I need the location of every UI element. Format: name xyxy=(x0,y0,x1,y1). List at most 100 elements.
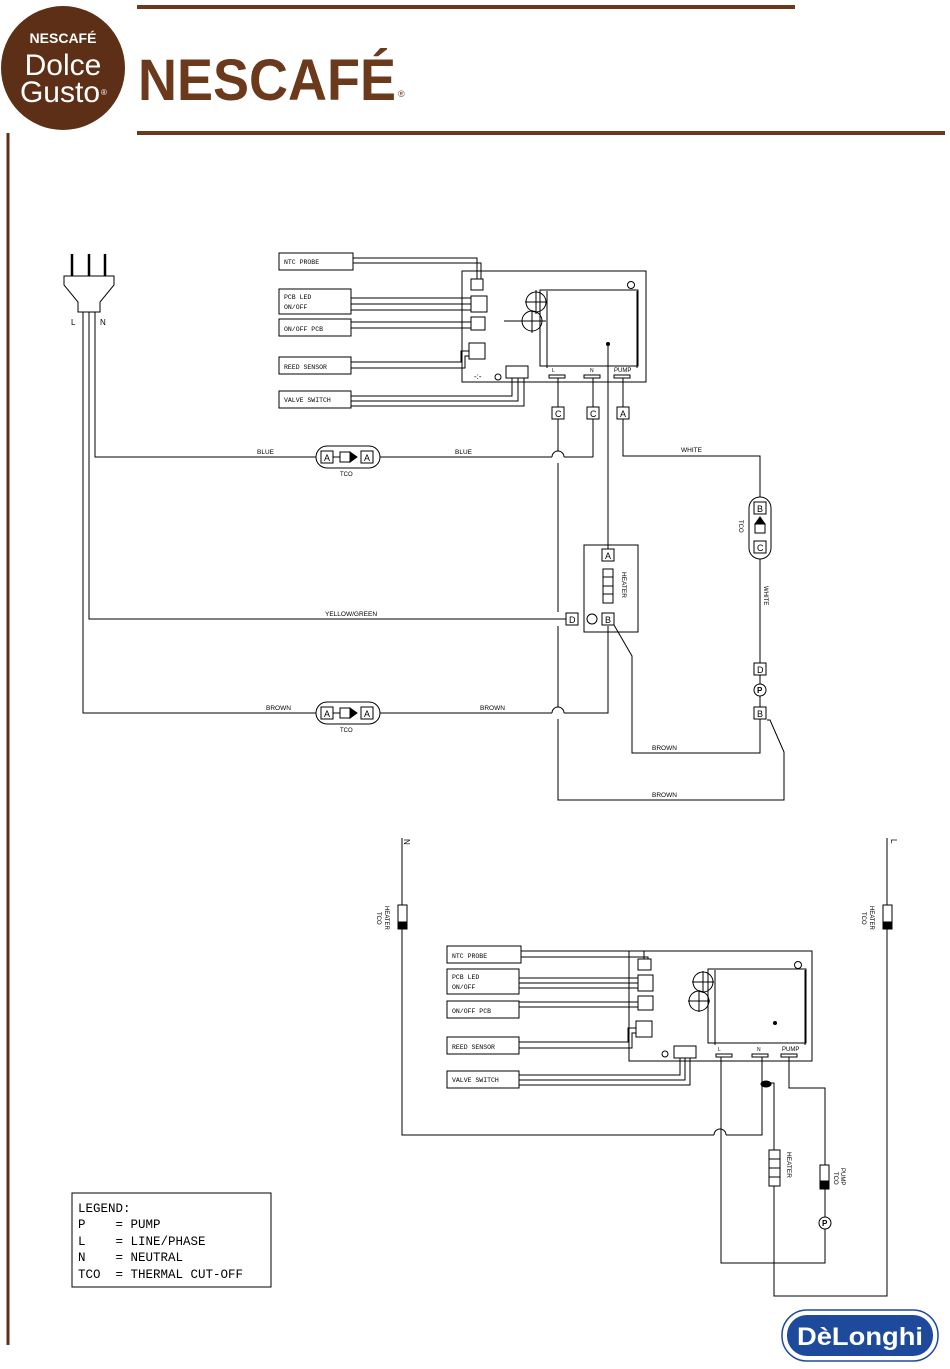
bottom-n-tco-label-2: TCO xyxy=(375,912,381,925)
badge-circle xyxy=(1,6,125,130)
legend-box xyxy=(71,1192,272,1288)
terminal-c1-label: C xyxy=(555,409,562,419)
delonghi-logo: DèLonghi xyxy=(781,1309,939,1362)
tco-brown-label: TCO xyxy=(340,728,353,734)
box-pcb-led-label-2: ON/OFF xyxy=(284,304,308,311)
pcb-board xyxy=(461,270,647,383)
bottom-n-tco-label-1: HEATER xyxy=(383,906,389,931)
pcb-bottom: L N PUMP xyxy=(628,950,813,1062)
wire-reed-2 xyxy=(351,355,469,369)
box-ntc-probe-label: NTC PROBE xyxy=(284,259,319,266)
heater-term-d-label: D xyxy=(569,615,576,625)
tco-blue-label: TCO xyxy=(340,472,353,478)
tco-brown-arrow xyxy=(349,707,358,719)
pump-term-b xyxy=(753,706,767,720)
bottom-n-tco-fill xyxy=(397,921,408,930)
wire-label-white-top: WHITE xyxy=(681,447,703,454)
tco-brown-term-in-label: A xyxy=(324,709,330,719)
bottom-wire-reed-2 xyxy=(519,1032,636,1049)
pcb-bottom-conn-valve xyxy=(673,1045,697,1059)
tco-brown-term-out-label: A xyxy=(364,709,370,719)
badge-nescafe: NESCAFÉ xyxy=(30,30,97,46)
pcb-conn-valve xyxy=(505,365,529,379)
wire-ntc xyxy=(353,257,478,279)
heater-frame xyxy=(583,544,639,633)
tco-white-term-c-label: C xyxy=(757,543,764,553)
pcb-conn-ntc xyxy=(470,278,484,291)
wire-label-blue-left: BLUE xyxy=(257,449,275,456)
box-valve-switch xyxy=(278,390,352,409)
legend-row-4: TCO = THERMAL CUT-OFF xyxy=(78,1268,243,1282)
tco-brown: A A TCO xyxy=(315,701,381,734)
pcb-bottom-label-n: N xyxy=(757,1047,761,1053)
tco-blue-term-out-label: A xyxy=(364,453,370,463)
legend-row-1: P = PUMP xyxy=(78,1218,161,1232)
delonghi-logo-inner xyxy=(787,1315,933,1356)
box-reed-sensor-label: REED SENSOR xyxy=(284,364,327,371)
bottom-wire-ntc-1 xyxy=(521,950,645,959)
bottom-n-hop xyxy=(713,1128,727,1136)
bottom-wire-reed-1 xyxy=(519,1027,636,1043)
bottom-l-wire xyxy=(773,929,888,1297)
wire-label-brown-left: BROWN xyxy=(266,705,291,712)
pcb-dot xyxy=(606,342,610,346)
terminal-a1-label: A xyxy=(620,409,626,419)
pcb-mount-hole-2 xyxy=(494,373,502,381)
pcb-label-n: N xyxy=(590,368,594,374)
pcb-bottom-relay xyxy=(707,968,807,1044)
wire-valve-2 xyxy=(351,378,519,402)
wire-blue-hop xyxy=(551,450,565,458)
legend-row-3: N = NEUTRAL xyxy=(78,1251,183,1265)
badge-reg: ® xyxy=(101,88,107,97)
pcb-relay xyxy=(539,289,639,367)
pump-term-d-label: D xyxy=(757,665,764,675)
nescafe-wordmark-reg: ® xyxy=(398,89,405,99)
tco-brown-box xyxy=(339,707,351,719)
bottom-wire-splice xyxy=(760,1080,772,1088)
box-bottom-onoff-pcb-label: ON/OFF PCB xyxy=(452,1008,491,1015)
terminal-c2-label: C xyxy=(590,409,597,419)
legend: LEGEND: P = PUMP L = LINE/PHASE N = NEUT… xyxy=(71,1192,272,1288)
tco-white-term-b xyxy=(753,501,767,515)
pcb-bottom-conn-onoff xyxy=(637,995,654,1011)
tco-white-arrow xyxy=(754,516,766,525)
badge-gusto: Gusto xyxy=(20,76,100,109)
box-pcb-led-label-1: PCB LED xyxy=(284,294,311,301)
dolce-gusto-badge: NESCAFÉ Dolce Gusto ® xyxy=(1,6,125,130)
bottom-label-n: N xyxy=(402,839,411,845)
pcb-relay-bracket xyxy=(546,291,638,368)
bottom-pump-tco-label-2: TCO xyxy=(832,1172,838,1185)
pcb-bottom-terminal-pump xyxy=(780,1053,798,1058)
terminal-c2 xyxy=(586,406,600,420)
box-valve-switch-label: VALVE SWITCH xyxy=(284,397,331,404)
tco-blue-box xyxy=(339,451,351,463)
wire-yellow-green xyxy=(88,312,566,620)
wire-ntc-2 xyxy=(353,262,482,279)
pump-icon-label: P xyxy=(757,686,763,695)
pcb-crosshair: -:- xyxy=(474,372,482,381)
bottom-wire-heater-down xyxy=(771,1082,775,1150)
box-bottom-reed-sensor-label: REED SENSOR xyxy=(452,1044,495,1051)
nescafe-wordmark: NESCAFÉ xyxy=(138,48,396,113)
pcb-bottom-conn-reed xyxy=(635,1020,653,1038)
box-bottom-reed-sensor xyxy=(446,1036,520,1055)
wire-c1-bottom xyxy=(557,719,785,801)
tco-blue: A A TCO xyxy=(315,445,381,478)
pcb-bottom-terminal-l xyxy=(715,1053,733,1058)
plug-label-n: N xyxy=(100,318,106,327)
pcb-bottom-dot xyxy=(773,1021,777,1025)
mains-plug: L N xyxy=(63,254,115,327)
bottom-pump-tco-label-1: PUMP xyxy=(839,1168,845,1185)
pcb-bottom-conn-led xyxy=(637,974,654,992)
pcb-conn-onoff xyxy=(470,316,486,331)
tco-white-term-c xyxy=(753,540,767,554)
pcb-bottom-label-pump: PUMP xyxy=(782,1047,799,1053)
wire-label-blue-right: BLUE xyxy=(455,449,473,456)
bottom-l-tco-label-1: HEATER xyxy=(868,906,874,931)
pcb-terminal-n xyxy=(583,374,601,379)
bottom-n-wire-2 xyxy=(726,1083,763,1136)
bottom-label-l: L xyxy=(889,839,898,844)
box-bottom-pcb-led xyxy=(446,968,520,995)
pcb-bottom-conn-ntc xyxy=(637,958,652,971)
